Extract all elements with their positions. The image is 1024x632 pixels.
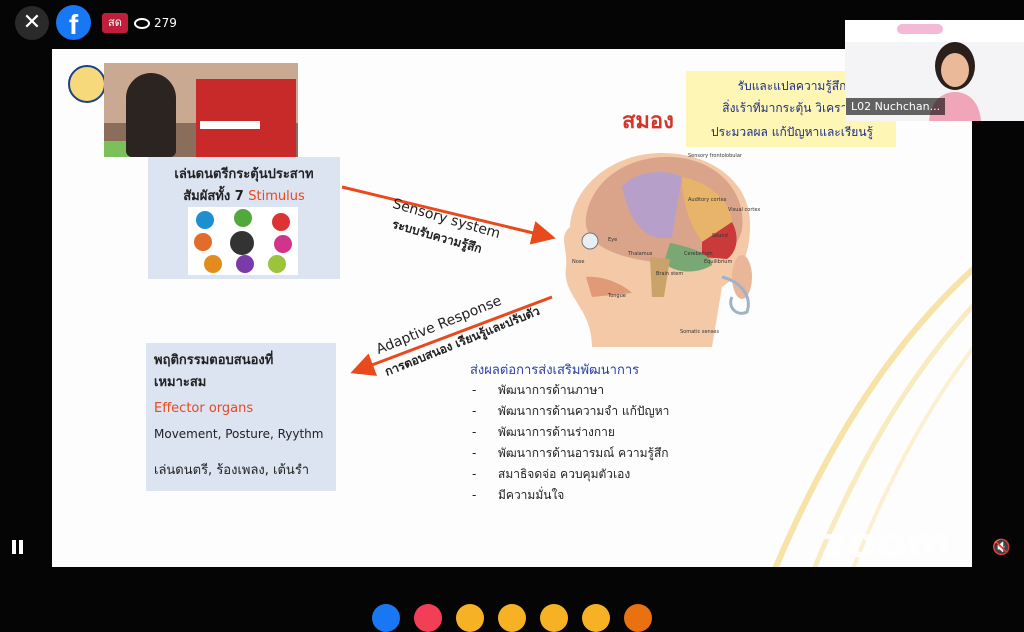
brain-function-line-1: รับและแปลความรู้สึก — [737, 79, 847, 93]
development-list: -พัฒนาการด้านภาษา -พัฒนาการด้านความจำ แก… — [472, 381, 669, 507]
brain-label-nose: Nose — [572, 259, 585, 265]
pause-icon — [12, 540, 16, 554]
sad-reaction-icon[interactable] — [582, 604, 610, 632]
brain-label-sound: Sound — [712, 233, 728, 239]
decorative-arcs — [772, 266, 972, 567]
ear-sense-icon — [236, 255, 254, 273]
brain-label-equilibrium: Equilibrium — [704, 259, 733, 265]
care-reaction-icon[interactable] — [456, 604, 484, 632]
sensory-arrow — [341, 185, 556, 245]
eye-icon — [134, 18, 150, 29]
movement-sense-icon — [268, 255, 286, 273]
stimulus-word: Stimulus — [248, 189, 305, 204]
list-item: -พัฒนาการด้านร่างกาย — [472, 425, 615, 439]
adaptive-arrow — [350, 295, 553, 376]
mute-button[interactable]: 🔇 — [992, 538, 1014, 556]
response-title-1: พฤติกรรมตอบสนองที่ — [154, 353, 274, 368]
brain-diagram — [563, 153, 752, 347]
brain-title: สมอง — [622, 109, 674, 134]
brain-label-visual: Visual cortex — [728, 207, 761, 213]
brain-function-line-3: ประมวลผล แก้ปัญหาและเรียนรู้ — [711, 125, 873, 139]
stimulus-title: เล่นดนตรีกระตุ้นประสาท — [174, 167, 314, 182]
hand-sense-icon — [204, 255, 222, 273]
viewer-count-value: 279 — [154, 16, 177, 30]
nose-sense-icon — [234, 209, 252, 227]
stimulus-box: เล่นดนตรีกระตุ้นประสาท สัมผัสทั้ง 7 Stim… — [148, 157, 340, 279]
balance-sense-icon — [194, 233, 212, 251]
close-icon: ✕ — [22, 10, 42, 35]
development-list-title: ส่งผลต่อการส่งเสริมพัฒนาการ — [470, 363, 640, 378]
list-item: -พัฒนาการด้านความจำ แก้ปัญหา — [472, 404, 670, 418]
muted-speaker-icon: 🔇 — [992, 538, 1011, 556]
pause-button[interactable] — [12, 540, 24, 554]
brain-label-eye: Eye — [608, 237, 618, 243]
participant-name-label: L02 Nuchchan... — [846, 98, 946, 115]
close-button[interactable]: ✕ — [15, 6, 49, 40]
eye-sense-icon — [196, 211, 214, 229]
senses-icon-grid — [188, 207, 298, 275]
mouth-sense-icon — [272, 213, 290, 231]
brain-label-thalamus: Thalamus — [628, 251, 653, 257]
presentation-slide: เล่นดนตรีกระตุ้นประสาท สัมผัสทั้ง 7 Stim… — [52, 49, 972, 567]
viewer-count: 279 — [134, 14, 177, 32]
flow-arrows — [341, 185, 556, 376]
facebook-logo-icon[interactable]: f — [56, 5, 91, 40]
list-item: -สมาธิจดจ่อ ควบคุมตัวเอง — [472, 467, 631, 481]
list-item: -พัฒนาการด้านอารมณ์ ความรู้สึก — [472, 446, 669, 460]
brain-label-somatic: Somatic senses — [680, 329, 719, 335]
effector-organs-label: Effector organs — [154, 401, 254, 416]
angry-reaction-icon[interactable] — [624, 604, 652, 632]
touch-sense-icon — [274, 235, 292, 253]
haha-reaction-icon[interactable] — [498, 604, 526, 632]
brain-function-line-2: สิ่งเร้าที่มากระตุ้น วิเคราะห์ — [722, 101, 862, 115]
wow-reaction-icon[interactable] — [540, 604, 568, 632]
love-reaction-icon[interactable] — [414, 604, 442, 632]
live-badge: สด — [102, 13, 128, 33]
brain-label-brainstem: Brain stem — [656, 271, 684, 277]
brain-sense-icon — [230, 231, 254, 255]
reaction-bar — [372, 600, 662, 632]
movement-label: Movement, Posture, Ryythm — [154, 427, 324, 441]
response-box: พฤติกรรมตอบสนองที่ เหมาะสม Effector orga… — [146, 343, 336, 491]
brain-label-sensory: Sensory frontolobular — [688, 153, 742, 159]
like-reaction-icon[interactable] — [372, 604, 400, 632]
brain-label-tongue: Tongue — [608, 293, 626, 299]
top-bar: ✕ f สด 279 — [0, 0, 1024, 46]
response-title-2: เหมาะสม — [154, 375, 207, 390]
video-background-pill — [897, 24, 943, 34]
zoom-watermark: zoom — [822, 518, 952, 567]
stimulus-subtitle: สัมผัสทั้ง 7 Stimulus — [183, 189, 305, 204]
list-item: -พัฒนาการด้านภาษา — [472, 383, 605, 397]
activities-label: เล่นดนตรี, ร้องเพลง, เต้นรำ — [154, 463, 310, 478]
brain-label-cerebellum: Cerebellum — [684, 251, 713, 257]
list-item: -มีความมั่นใจ — [472, 488, 565, 502]
piano-photo — [104, 63, 298, 157]
brain-label-auditory: Auditory cortex — [688, 197, 727, 203]
